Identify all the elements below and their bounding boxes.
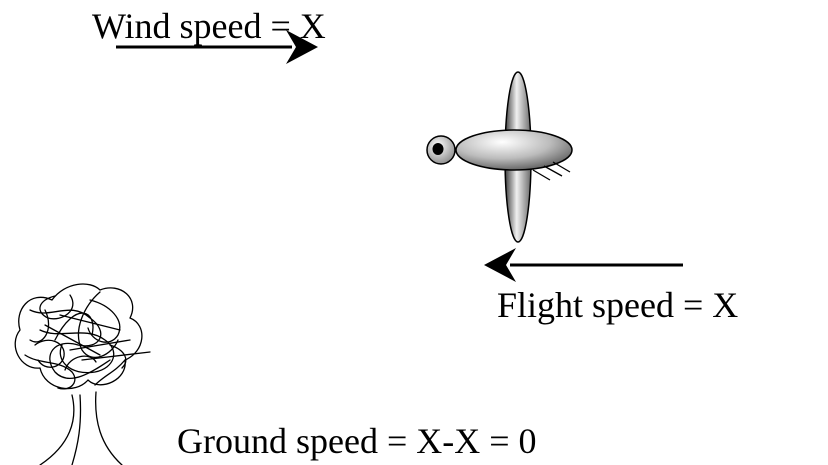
flying-insect-icon bbox=[426, 71, 573, 243]
wind-arrow-icon bbox=[116, 30, 318, 64]
wind-speed-label: Wind speed = X bbox=[92, 6, 326, 46]
flight-speed-label: Flight speed = X bbox=[497, 285, 739, 325]
flight-arrow-icon bbox=[484, 248, 683, 282]
tree-icon bbox=[14, 283, 151, 465]
ground-speed-label: Ground speed = X-X = 0 bbox=[177, 421, 537, 461]
